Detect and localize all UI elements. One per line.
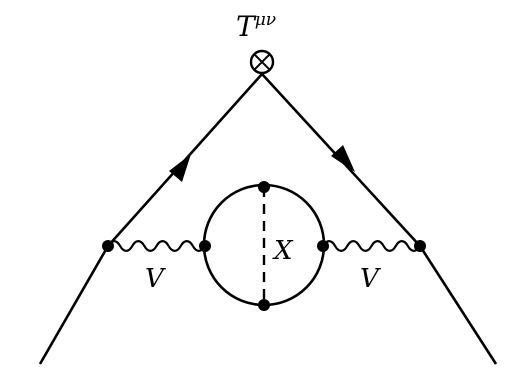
vertex-dot-right-inner [317,240,329,252]
boson-label-right: V [360,264,381,294]
internal-line-label: X [272,236,294,266]
operator-insertion-otimes-icon [249,49,275,75]
boson-label-left: V [145,264,166,294]
boson-line-right [322,240,421,252]
vertex-dot-right-outer [414,240,426,252]
vertex-label: Tμν [236,10,276,43]
fermion-arrow-left [169,154,191,182]
vertex-dot-bottom [258,299,270,311]
fermion-line-left-lower [38,245,110,365]
vertex-dot-left-outer [102,240,114,252]
fermion-line-right-lower [418,245,498,365]
fermion-arrow-right [331,145,355,172]
vertex-label-superscript: μν [255,10,276,30]
vertex-label-base: T [236,10,257,43]
vertex-dot-top [258,181,270,193]
vertex-dot-left-inner [199,240,211,252]
boson-line-left [107,240,206,252]
